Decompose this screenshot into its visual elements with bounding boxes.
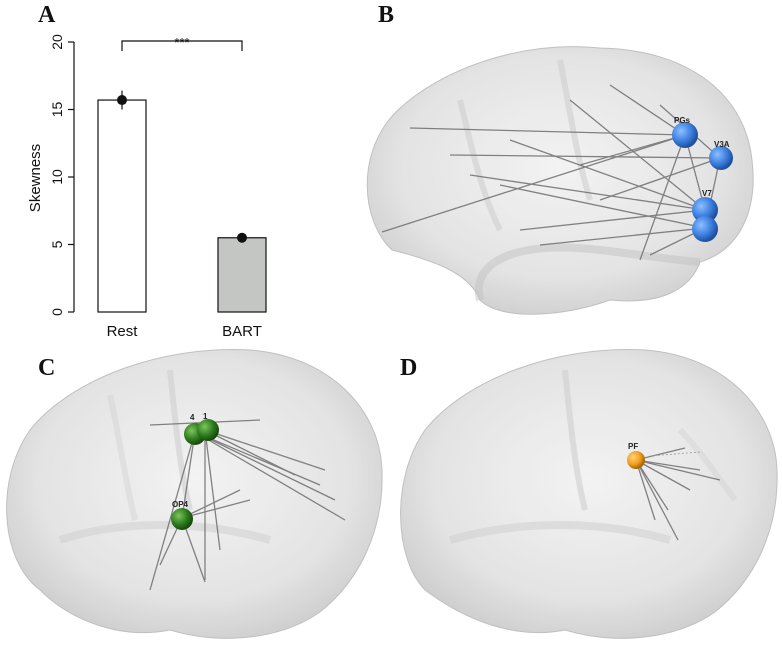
panel-letter-a: A <box>38 2 56 28</box>
brain-c-central-sulcus <box>167 369 193 511</box>
brain-d-connections <box>635 447 721 541</box>
bar-bart <box>217 237 267 313</box>
label-1: 1 <box>203 412 208 421</box>
brain-d-sylvian-fissure <box>448 521 672 544</box>
brain-c: 4 1 OP4 <box>6 349 383 639</box>
brain-c-precentral-sulcus <box>107 394 138 521</box>
brain-d-parietal-sulcus <box>677 427 738 502</box>
bars <box>97 90 267 313</box>
bar-rest <box>97 99 147 313</box>
brain-d-surface <box>400 349 778 639</box>
node-pgs <box>672 122 698 148</box>
label-4: 4 <box>190 413 195 422</box>
x-tick-label: BART <box>222 323 262 340</box>
significance-bracket <box>121 40 243 51</box>
label-op4: OP4 <box>172 500 189 509</box>
y-tick-label: 0 <box>49 308 65 316</box>
label-v3a: V3A <box>714 140 730 149</box>
brain-d-dashed-link <box>649 451 701 457</box>
brain-b: PGs V3A V7 <box>366 46 754 315</box>
y-tick-label: 20 <box>49 34 65 50</box>
mean-point <box>117 95 127 106</box>
y-tick-label: 10 <box>49 169 65 185</box>
panel-letter-c: C <box>38 355 56 381</box>
mean-point <box>237 232 247 243</box>
label-pf: PF <box>628 442 638 451</box>
node-pf <box>627 451 645 469</box>
y-axis-label: Skewness <box>27 144 44 212</box>
x-tick-labels: Rest BART <box>107 323 262 340</box>
label-pgs: PGs <box>674 116 691 125</box>
node-v7-upper <box>692 197 718 223</box>
node-v7-lower <box>692 216 718 242</box>
bar-chart: 0 5 10 15 20 Skewness Rest BART *** <box>27 34 267 340</box>
brain-b-postcentral-sulcus <box>557 59 593 201</box>
y-tick-label: 5 <box>49 240 65 248</box>
x-tick-label: Rest <box>107 323 139 340</box>
brain-b-central-sulcus <box>457 99 503 232</box>
label-v7: V7 <box>702 189 712 198</box>
node-1 <box>197 419 219 441</box>
panel-letter-b: B <box>378 2 395 28</box>
brain-c-surface <box>6 349 383 639</box>
panel-letter-d: D <box>400 355 418 381</box>
brain-d-central-sulcus <box>562 369 588 511</box>
y-tick-label: 15 <box>49 102 65 118</box>
node-v3a <box>709 146 733 170</box>
brain-d: PF <box>400 349 778 639</box>
y-axis: 0 5 10 15 20 <box>49 34 75 316</box>
brain-b-temporal-sulcus <box>474 243 701 301</box>
node-op4 <box>171 508 193 530</box>
brain-c-sylvian-fissure <box>58 521 272 544</box>
brain-b-connections <box>381 84 721 261</box>
brain-b-surface <box>366 46 754 315</box>
significance-label: *** <box>174 35 189 50</box>
